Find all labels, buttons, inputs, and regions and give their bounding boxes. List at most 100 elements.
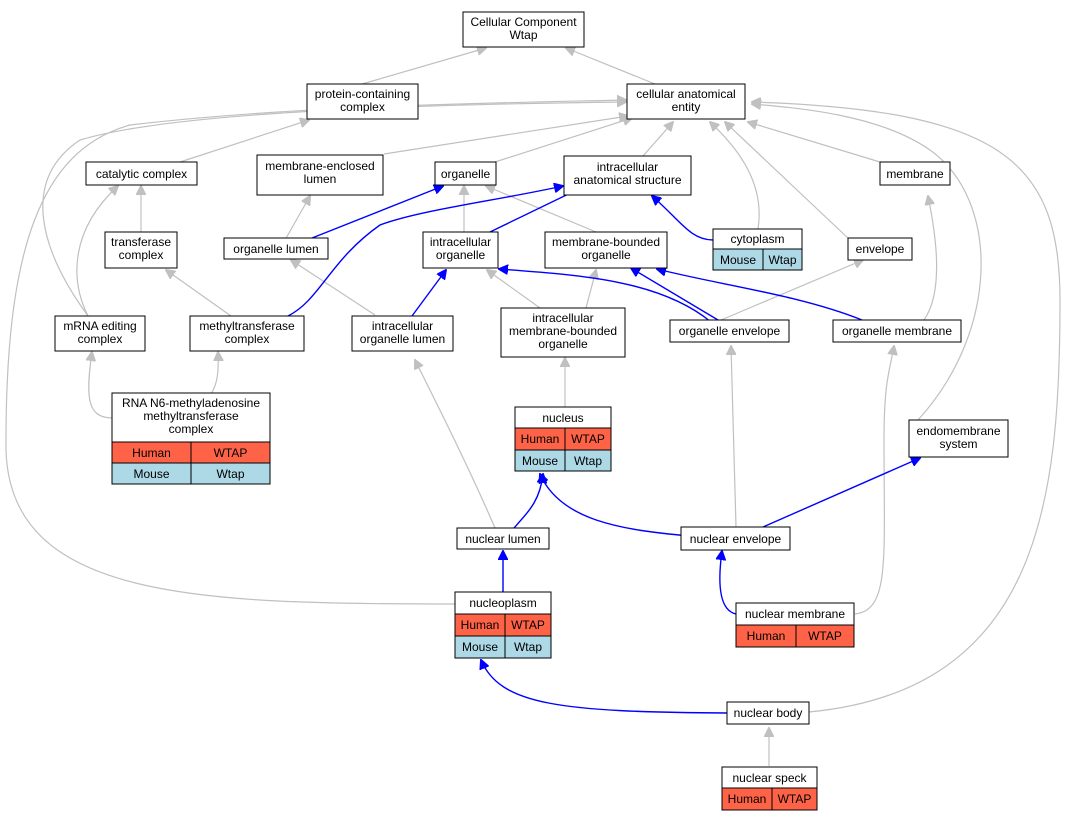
- edge: [166, 270, 232, 317]
- node-organelle-membrane[interactable]: organelle membrane: [832, 319, 962, 343]
- mouse-cell: [564, 449, 612, 472]
- node-label: endomembrane: [916, 424, 1000, 438]
- edge: [306, 186, 443, 241]
- node-label: lumen: [304, 172, 337, 186]
- node-label: nuclear body: [734, 706, 803, 720]
- node-root[interactable]: Cellular Component Wtap: [462, 11, 585, 48]
- node-envelope[interactable]: envelope: [847, 237, 913, 261]
- edge: [486, 186, 597, 233]
- edge: [731, 346, 737, 528]
- node-label: organelle: [538, 337, 588, 351]
- node-label: organelle: [581, 248, 631, 262]
- edge: [748, 122, 881, 163]
- node-organelle-envelope[interactable]: organelle envelope: [669, 319, 790, 343]
- node-label: complex: [78, 332, 123, 346]
- edge: [540, 474, 691, 537]
- node-label: complex: [169, 422, 214, 436]
- species-label: Human: [521, 432, 560, 446]
- node-protein-containing-complex[interactable]: protein-containing complex: [306, 83, 419, 120]
- node-intracellular-membrane-bounded-organelle[interactable]: intracellular membrane-bounded organelle: [500, 307, 626, 358]
- node-intracellular-organelle-lumen[interactable]: intracellular organelle lumen: [351, 315, 454, 352]
- edge: [499, 269, 712, 323]
- node-membrane[interactable]: membrane: [879, 161, 951, 186]
- node-nuclear-envelope[interactable]: nuclear envelope: [680, 526, 791, 551]
- node-label: cytoplasm: [730, 232, 784, 246]
- edge: [725, 122, 851, 241]
- node-nuclear-speck[interactable]: nuclear speck Human WTAP: [721, 766, 818, 811]
- species-label: Mouse: [522, 454, 558, 468]
- gene-label: Wtap: [574, 454, 602, 468]
- node-transferase-complex[interactable]: transferase complex: [104, 231, 178, 269]
- node-catalytic-complex[interactable]: catalytic complex: [85, 161, 198, 186]
- gene-label: WTAP: [571, 432, 605, 446]
- edge: [720, 551, 737, 615]
- edge: [291, 260, 376, 316]
- part-of-edges: [287, 186, 920, 714]
- node-label: cellular anatomical: [636, 87, 735, 101]
- node-label: methyltransferase: [199, 319, 295, 333]
- node-nuclear-body[interactable]: nuclear body: [726, 701, 810, 725]
- node-label: organelle lumen: [360, 332, 445, 346]
- node-label: complex: [119, 248, 164, 262]
- edge: [481, 660, 728, 714]
- node-intracellular-organelle[interactable]: intracellular organelle: [422, 231, 499, 269]
- edge: [42, 102, 626, 317]
- gene-label: Wtap: [514, 640, 542, 654]
- node-nucleoplasm[interactable]: nucleoplasm Human WTAP Mouse Wtap: [454, 591, 552, 659]
- node-label: methyltransferase: [143, 409, 239, 423]
- node-label: transferase: [111, 235, 171, 249]
- edge: [89, 352, 114, 419]
- node-methyltransferase-complex[interactable]: methyltransferase complex: [189, 315, 305, 352]
- node-label: mRNA editing: [63, 319, 136, 333]
- node-label: Cellular Component: [470, 15, 577, 29]
- node-organelle[interactable]: organelle: [434, 161, 497, 186]
- species-label: Human: [461, 618, 500, 632]
- node-label: membrane-enclosed: [265, 159, 374, 173]
- gene-label: WTAP: [511, 618, 545, 632]
- species-label: Human: [747, 629, 786, 643]
- node-label: intracellular: [430, 235, 491, 249]
- node-label: protein-containing: [315, 87, 410, 101]
- node-intracellular-anatomical-structure[interactable]: intracellular anatomical structure: [563, 155, 692, 196]
- node-label: RNA N6-methyladenosine: [122, 396, 260, 410]
- node-nuclear-membrane[interactable]: nuclear membrane Human WTAP: [735, 602, 855, 648]
- species-label: Human: [728, 792, 767, 806]
- node-cytoplasm[interactable]: cytoplasm Mouse Wtap: [712, 228, 803, 271]
- node-label: anatomical structure: [573, 173, 681, 187]
- node-rna-n6-methyladenosine-methyltransferase-complex[interactable]: RNA N6-methyladenosine methyltransferase…: [111, 392, 271, 485]
- node-membrane-enclosed-lumen[interactable]: membrane-enclosed lumen: [256, 154, 384, 196]
- mouse-cell: [762, 248, 803, 271]
- node-label: Wtap: [509, 28, 537, 42]
- node-endomembrane-system[interactable]: endomembrane system: [908, 419, 1009, 458]
- node-label: complex: [340, 100, 385, 114]
- edge: [652, 196, 714, 241]
- edge: [287, 186, 563, 317]
- edge: [487, 270, 541, 309]
- species-label: Mouse: [133, 467, 169, 481]
- node-mrna-editing-complex[interactable]: mRNA editing complex: [54, 315, 146, 352]
- edge: [179, 120, 309, 163]
- mouse-cell: [504, 635, 552, 659]
- edge: [383, 116, 628, 155]
- edge: [513, 474, 543, 529]
- edge: [657, 269, 863, 321]
- node-label: entity: [672, 100, 701, 114]
- edge: [854, 346, 894, 615]
- node-organelle-lumen[interactable]: organelle lumen: [223, 237, 329, 260]
- node-cellular-anatomical-entity[interactable]: cellular anatomical entity: [626, 83, 746, 120]
- node-nuclear-lumen[interactable]: nuclear lumen: [456, 527, 550, 550]
- node-label: nuclear envelope: [690, 532, 782, 546]
- edge: [415, 360, 496, 529]
- node-label: membrane-bounded: [509, 324, 617, 338]
- gene-label: Wtap: [216, 467, 244, 481]
- node-nucleus[interactable]: nucleus Human WTAP Mouse Wtap: [514, 406, 612, 472]
- human-cell: [771, 787, 818, 811]
- node-label: organelle envelope: [679, 324, 781, 338]
- edge: [284, 196, 310, 241]
- node-membrane-bounded-organelle[interactable]: membrane-bounded organelle: [544, 231, 668, 269]
- node-label: organelle: [436, 248, 486, 262]
- edge: [494, 118, 632, 163]
- node-label: intracellular: [532, 311, 593, 325]
- node-label: nucleus: [542, 411, 583, 425]
- node-label: nuclear speck: [732, 771, 807, 785]
